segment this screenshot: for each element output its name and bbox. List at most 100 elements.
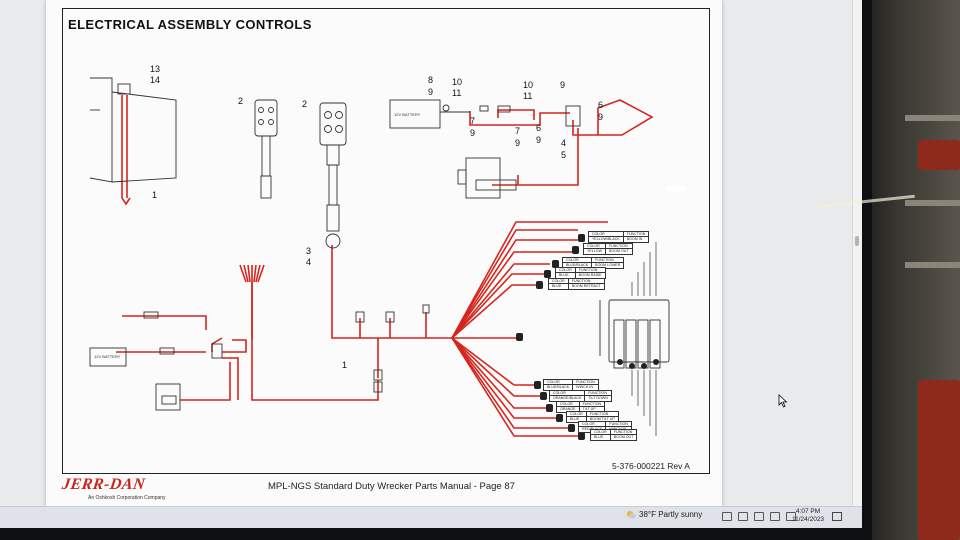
valve-tag-value: BLUE: [556, 273, 576, 278]
volume-icon[interactable]: [786, 512, 796, 521]
callout: 9: [560, 80, 566, 90]
valve-tag-value: BOOM RAISE: [578, 273, 602, 278]
valve-tag-header: FUNCTION: [579, 402, 605, 408]
battery-label-left: 12V BATTERY: [94, 354, 121, 359]
wiring-diagram: [89, 77, 670, 440]
valve-tag-value: ORANGE: [557, 407, 580, 412]
jerr-dan-logo: JERR-DAN: [60, 476, 147, 493]
valve-tag-value: BOOM OUT: [613, 435, 634, 440]
valve-tag-header: FUNCTION: [623, 232, 649, 238]
valve-tag-header: FUNCTION: [606, 422, 631, 428]
callout: 6: [598, 100, 604, 110]
valve-tag-header: FUNCTION: [610, 430, 637, 436]
valve-tag-header: FUNCTION: [605, 244, 632, 250]
valve-tag-value: TILT DOWN: [588, 396, 608, 401]
callout: 9: [470, 128, 476, 138]
callout: 2: [302, 99, 308, 109]
windows-taskbar: [0, 506, 862, 528]
callout: 4: [306, 257, 312, 267]
valve-tag-header: FUNCTION: [592, 258, 624, 264]
weather-widget[interactable]: 38°F Partly sunny: [626, 510, 702, 519]
valve-tag-header: COLOR: [567, 412, 587, 418]
wifi-icon[interactable]: [770, 512, 780, 521]
callout: 7: [470, 116, 476, 126]
system-tray: [722, 512, 796, 521]
valve-tag-value: YELLOW/BLACK: [589, 237, 624, 242]
red-wires: [116, 95, 654, 437]
valve-tag-value: YELLOW: [584, 249, 606, 254]
callout: 9: [598, 112, 604, 122]
valve-tag-header: COLOR: [549, 279, 569, 285]
scrollbar-thumb[interactable]: [855, 236, 859, 246]
partly-sunny-icon: [627, 511, 636, 519]
document-revision: 5-376-000221 Rev A: [612, 461, 690, 471]
valve-tag-header: COLOR: [589, 232, 624, 238]
battery-label-top: 12V BATTERY: [394, 112, 421, 117]
valve-tag-value: BOOM OUT: [608, 249, 629, 254]
valve-tag-value: WINCH IN: [576, 385, 593, 390]
valve-tag-value: BLUE: [567, 417, 587, 422]
merchandise-box: [918, 380, 960, 540]
valve-tag-header: COLOR: [579, 422, 607, 428]
valve-tag-header: COLOR: [550, 391, 586, 397]
valve-tag-value: BOOM TILT UP: [589, 417, 615, 422]
screen: ELECTRICAL ASSEMBLY CONTROLS: [0, 0, 862, 528]
callout: 2: [238, 96, 244, 106]
valve-tag-header: COLOR: [584, 244, 606, 250]
shelf: [905, 115, 960, 121]
manual-page-footer: MPL-NGS Standard Duty Wrecker Parts Manu…: [268, 481, 515, 492]
clock-time: 4:07 PM: [795, 508, 821, 515]
shelf: [905, 262, 960, 268]
callout: 8: [428, 75, 434, 85]
callout: 13: [150, 64, 161, 74]
callout: 9: [536, 135, 542, 145]
callout: 3: [306, 246, 312, 256]
valve-tag-value: BLUE: [591, 435, 611, 440]
callout: 9: [515, 138, 521, 148]
valve-tag-header: FUNCTION: [575, 268, 605, 274]
merchandise-box: [918, 140, 960, 170]
callout: 11: [523, 91, 533, 101]
valve-tag-value: TILT UP: [582, 407, 596, 412]
page-title: ELECTRICAL ASSEMBLY CONTROLS: [68, 17, 312, 32]
valve-tag-header: FUNCTION: [568, 279, 604, 285]
valve-tag-header: COLOR: [563, 258, 593, 264]
black-linework: [89, 77, 670, 411]
valve-leaders: [631, 242, 657, 436]
display-icon[interactable]: [738, 512, 748, 521]
valve-tag-header: COLOR: [556, 268, 576, 274]
connector-blocks: [516, 234, 659, 440]
monitor-icon[interactable]: [754, 512, 764, 521]
monitor-bezel: ELECTRICAL ASSEMBLY CONTROLS: [0, 0, 872, 540]
weather-text: 38°F Partly sunny: [639, 510, 703, 519]
valve-tag-header: FUNCTION: [573, 380, 598, 386]
mouse-cursor-icon: [778, 394, 788, 408]
valve-tag-header: COLOR: [557, 402, 580, 408]
chevron-up-icon[interactable]: [722, 512, 732, 521]
valve-tag-header: COLOR: [591, 430, 611, 436]
notification-icon[interactable]: [832, 512, 842, 521]
callout: 11: [452, 88, 462, 98]
valve-tag-value: ORANGE/BLACK: [550, 396, 586, 401]
drawing-frame: [62, 8, 710, 474]
callout: 9: [428, 87, 434, 97]
valve-tag-value: BOOM RETRACT: [571, 284, 601, 289]
shelf: [905, 200, 960, 206]
valve-tag-header: COLOR: [544, 380, 574, 386]
taskbar-clock[interactable]: 4:07 PM 11/24/2023: [792, 508, 824, 524]
callout: 6: [536, 123, 542, 133]
callout: 10: [523, 80, 534, 90]
valve-tag-value: BLUE/BLACK: [563, 263, 593, 268]
screen-glare: [666, 186, 686, 192]
clock-date: 11/24/2023: [792, 516, 825, 523]
vertical-scrollbar[interactable]: [852, 0, 862, 506]
valve-tag-value: BOOM IN: [626, 237, 643, 242]
valve-tag-header: FUNCTION: [585, 391, 611, 397]
callout: 1: [152, 190, 158, 200]
